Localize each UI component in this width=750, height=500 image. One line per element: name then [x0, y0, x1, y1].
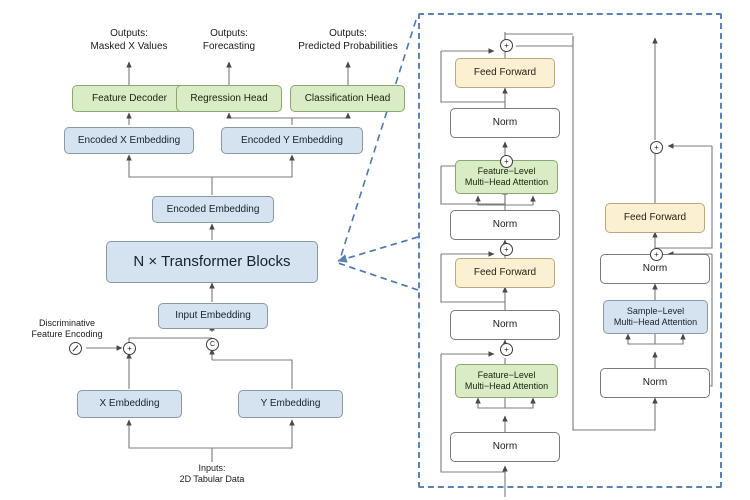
detail-feed-forward-top[interactable]: Feed Forward [455, 58, 555, 88]
residual-symbol-1: + [504, 40, 509, 50]
residual-add-icon-sample-1: + [650, 141, 663, 154]
y-embedding-box[interactable]: Y Embedding [238, 390, 343, 418]
residual-add-icon-1: + [500, 39, 513, 52]
discriminative-feature-encoding-label: Discriminative Feature Encoding [31, 318, 103, 340]
switch-icon [69, 342, 82, 355]
detail-norm-3[interactable]: Norm [450, 310, 560, 340]
residual-symbol-3: + [504, 244, 509, 254]
inputs-label: Inputs: 2D Tabular Data [179, 463, 245, 485]
detail-feed-forward-sample[interactable]: Feed Forward [605, 203, 705, 233]
feature-decoder-box[interactable]: Feature Decoder [72, 85, 187, 112]
concat-operator-icon: C [206, 338, 219, 351]
residual-symbol-s1: + [654, 142, 659, 152]
detail-norm-2[interactable]: Norm [450, 210, 560, 240]
residual-add-icon-4: + [500, 343, 513, 356]
encoded-x-embedding-box[interactable]: Encoded X Embedding [64, 127, 194, 154]
detail-norm-sample-2[interactable]: Norm [600, 368, 710, 398]
classification-head-box[interactable]: Classification Head [290, 85, 405, 112]
input-embedding-box[interactable]: Input Embedding [158, 303, 268, 329]
residual-add-icon-2: + [500, 155, 513, 168]
regression-head-box[interactable]: Regression Head [176, 85, 282, 112]
detail-norm-1[interactable]: Norm [450, 108, 560, 138]
residual-symbol-s2: + [654, 249, 659, 259]
detail-feed-forward-bottom[interactable]: Feed Forward [455, 258, 555, 288]
detail-panel-outline [418, 13, 722, 488]
switch-slash-icon [72, 345, 79, 352]
encoded-y-embedding-box[interactable]: Encoded Y Embedding [221, 127, 363, 154]
residual-add-icon-sample-2: + [650, 248, 663, 261]
residual-symbol-4: + [504, 344, 509, 354]
detail-norm-sample-1[interactable]: Norm [600, 254, 710, 284]
concat-symbol-text: C [209, 341, 216, 348]
detail-sample-attention[interactable]: Sample−Level Multi−Head Attention [603, 300, 708, 334]
x-embedding-box[interactable]: X Embedding [77, 390, 182, 418]
output-label-masked-x: Outputs:Masked X Values [90, 28, 168, 52]
residual-symbol-2: + [504, 156, 509, 166]
transformer-blocks-box[interactable]: N × Transformer Blocks [106, 241, 318, 283]
output-label-predicted-probabilities: Outputs:Predicted Probabilities [298, 28, 398, 52]
residual-add-icon-3: + [500, 243, 513, 256]
detail-feature-attention-bottom[interactable]: Feature−Level Multi−Head Attention [455, 364, 558, 398]
encoded-embedding-box[interactable]: Encoded Embedding [152, 196, 274, 223]
add-operator-icon: + [123, 342, 136, 355]
output-label-forecasting: Outputs:Forecasting [202, 28, 256, 52]
add-symbol-text: + [127, 343, 132, 353]
detail-norm-4[interactable]: Norm [450, 432, 560, 462]
